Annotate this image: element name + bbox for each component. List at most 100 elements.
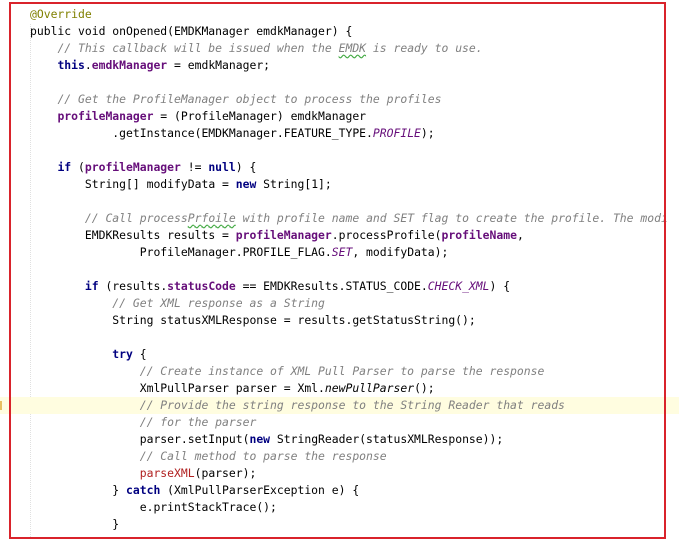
comment-token: // Provide the string response to the St… — [139, 398, 565, 412]
code-token: . — [84, 58, 92, 72]
code-token: } — [112, 483, 127, 497]
code-token: = (ProfileManager) emdkManager — [153, 109, 367, 123]
indent — [30, 92, 57, 106]
indent — [30, 381, 140, 395]
code-line[interactable]: // for the parser — [0, 414, 679, 431]
code-line[interactable]: ProfileManager.PROFILE_FLAG.SET, modifyD… — [0, 244, 679, 261]
indent — [30, 126, 112, 140]
code-token: parser.setInput( — [139, 432, 250, 446]
field-token: profileName — [441, 228, 517, 242]
code-token: ( — [71, 160, 85, 174]
code-token: == EMDKResults.STATUS_CODE. — [235, 279, 428, 293]
code-line[interactable]: if (results.statusCode == EMDKResults.ST… — [0, 278, 679, 295]
code-line[interactable]: String statusXMLResponse = results.getSt… — [0, 312, 679, 329]
code-token: String statusXMLResponse = results.getSt… — [112, 313, 476, 327]
indent — [30, 466, 140, 480]
constant-token: SET — [331, 245, 353, 259]
code-line[interactable]: // Call processPrfoile with profile name… — [0, 210, 679, 227]
code-token: , modifyData); — [352, 245, 449, 259]
annotation-token: @Override — [30, 7, 92, 21]
code-line[interactable]: } catch (XmlPullParserException e) { — [0, 482, 679, 499]
indent — [30, 160, 57, 174]
code-token: ) { — [489, 279, 511, 293]
code-token: (XmlPullParserException e) { — [160, 483, 360, 497]
comment-token: // This callback will be issued when the — [57, 41, 339, 55]
indent — [30, 347, 112, 361]
indent — [30, 500, 140, 514]
constant-token: CHECK_XML — [427, 279, 490, 293]
code-line[interactable] — [0, 261, 679, 278]
code-line[interactable]: // Get the ProfileManager object to proc… — [0, 91, 679, 108]
code-line[interactable] — [0, 74, 679, 91]
code-token: (); — [414, 381, 435, 395]
code-line[interactable]: if (profileManager != null) { — [0, 159, 679, 176]
code-line[interactable]: parser.setInput(new StringReader(statusX… — [0, 431, 679, 448]
current-line[interactable]: // Provide the string response to the St… — [0, 397, 679, 414]
comment-token: // Call method to parse the response — [139, 449, 387, 463]
field-token: profileManager — [84, 160, 181, 174]
indent — [30, 449, 140, 463]
code-line[interactable]: EMDKResults results = profileManager.pro… — [0, 227, 679, 244]
code-line[interactable]: // This callback will be issued when the… — [0, 40, 679, 57]
code-line[interactable]: String[] modifyData = new String[1]; — [0, 176, 679, 193]
typo-token: Prfoile — [187, 211, 236, 225]
code-token: StringReader(statusXMLResponse)); — [270, 432, 504, 446]
comment-token: // Get the ProfileManager object to proc… — [57, 92, 442, 106]
code-line[interactable]: @Override — [0, 6, 679, 23]
indent — [30, 364, 140, 378]
code-token: String[1]; — [256, 177, 332, 191]
keyword-token: try — [112, 347, 133, 361]
comment-token: // Call process — [84, 211, 188, 225]
code-token: ProfileManager.PROFILE_FLAG. — [139, 245, 332, 259]
keyword-token: this — [57, 58, 85, 72]
code-area[interactable]: @Override public void onOpened(EMDKManage… — [0, 6, 679, 533]
code-line[interactable]: public void onOpened(EMDKManager emdkMan… — [0, 23, 679, 40]
code-line[interactable]: parseXML(parser); — [0, 465, 679, 482]
code-token: } — [112, 517, 120, 531]
static-method-token: newPullParser — [324, 381, 415, 395]
indent — [30, 58, 57, 72]
comment-token: // for the parser — [139, 415, 257, 429]
code-line[interactable]: try { — [0, 346, 679, 363]
indent — [30, 296, 112, 310]
comment-token: is ready to use. — [366, 41, 483, 55]
indent — [30, 398, 140, 412]
keyword-token: null — [208, 160, 236, 174]
field-token: profileManager — [57, 109, 154, 123]
code-token: .getInstance(EMDKManager.FEATURE_TYPE. — [112, 126, 373, 140]
code-token: .processProfile( — [331, 228, 442, 242]
keyword-token: if — [84, 279, 99, 293]
field-token: emdkManager — [91, 58, 168, 72]
indent — [30, 483, 112, 497]
code-line[interactable] — [0, 193, 679, 210]
code-line[interactable]: profileManager = (ProfileManager) emdkMa… — [0, 108, 679, 125]
keyword-token: new — [249, 432, 271, 446]
code-line[interactable]: .getInstance(EMDKManager.FEATURE_TYPE.PR… — [0, 125, 679, 142]
comment-token: // Get XML response as a String — [112, 296, 325, 310]
code-line[interactable] — [0, 142, 679, 159]
code-token: e.printStackTrace(); — [139, 500, 277, 514]
indent — [30, 228, 85, 242]
indent — [30, 432, 140, 446]
indent — [30, 517, 112, 531]
code-line[interactable]: // Get XML response as a String — [0, 295, 679, 312]
gutter-marker — [0, 401, 2, 410]
indent — [30, 177, 85, 191]
indent-guide — [30, 24, 31, 539]
typo-token: EMDK — [338, 41, 367, 55]
code-line[interactable]: } — [0, 516, 679, 533]
code-line[interactable]: e.printStackTrace(); — [0, 499, 679, 516]
code-line[interactable]: this.emdkManager = emdkManager; — [0, 57, 679, 74]
code-line[interactable]: // Call method to parse the response — [0, 448, 679, 465]
code-line[interactable] — [0, 329, 679, 346]
indent — [30, 415, 140, 429]
constant-token: PROFILE — [372, 126, 421, 140]
indent — [30, 245, 140, 259]
code-token: = emdkManager; — [167, 58, 271, 72]
field-token: profileManager — [235, 228, 332, 242]
indent — [30, 109, 57, 123]
indent — [30, 41, 57, 55]
code-line[interactable]: XmlPullParser parser = Xml.newPullParser… — [0, 380, 679, 397]
code-line[interactable]: // Create instance of XML Pull Parser to… — [0, 363, 679, 380]
